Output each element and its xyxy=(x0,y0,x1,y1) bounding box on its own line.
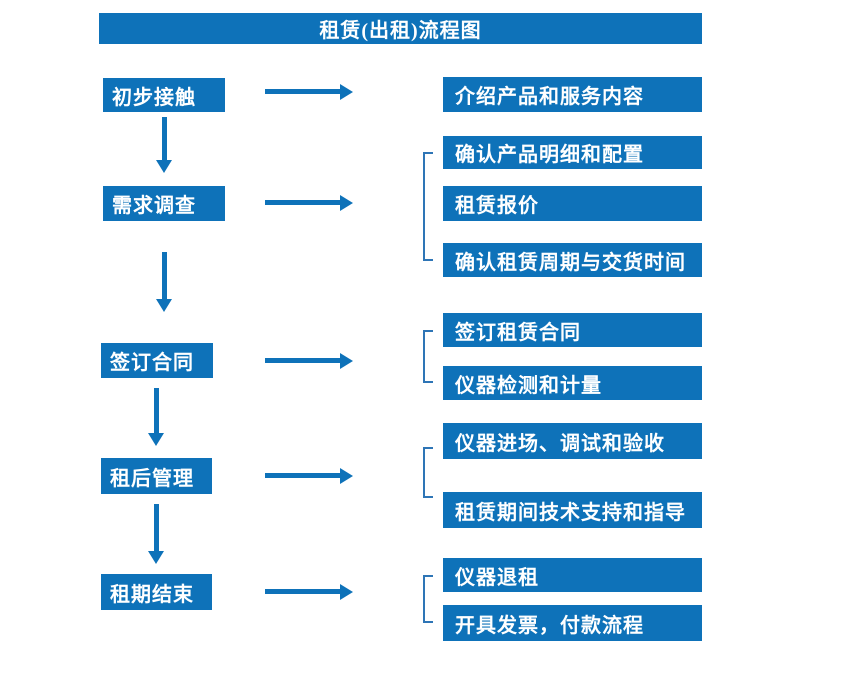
right-arrow xyxy=(265,353,353,369)
detail-box: 租赁期间技术支持和指导 xyxy=(443,492,702,528)
right-arrow xyxy=(265,195,353,211)
step-demand-survey: 需求调查 xyxy=(103,186,225,221)
right-arrow xyxy=(265,468,353,484)
group-bracket xyxy=(423,447,433,498)
down-arrow xyxy=(148,388,165,446)
step-sign-contract: 签订合同 xyxy=(101,343,213,378)
flowchart-title: 租赁(出租)流程图 xyxy=(99,13,702,44)
detail-box: 开具发票，付款流程 xyxy=(443,605,702,641)
detail-box: 租赁报价 xyxy=(443,186,702,221)
step-initial-contact: 初步接触 xyxy=(103,78,225,112)
detail-box: 仪器检测和计量 xyxy=(443,366,702,400)
step-post-rental-management: 租后管理 xyxy=(101,458,212,494)
detail-box: 确认租赁周期与交货时间 xyxy=(443,243,702,277)
down-arrow xyxy=(148,504,165,564)
group-bracket xyxy=(423,152,433,261)
right-arrow xyxy=(265,84,353,100)
down-arrow xyxy=(156,117,173,173)
group-bracket xyxy=(423,575,433,623)
down-arrow xyxy=(156,252,173,312)
right-arrow xyxy=(265,584,353,600)
group-bracket xyxy=(423,330,433,383)
detail-box: 签订租赁合同 xyxy=(443,313,702,347)
detail-box: 仪器退租 xyxy=(443,558,702,592)
step-rental-end: 租期结束 xyxy=(101,574,212,610)
detail-box: 确认产品明细和配置 xyxy=(443,136,702,169)
detail-box: 仪器进场、调试和验收 xyxy=(443,423,702,459)
detail-box: 介绍产品和服务内容 xyxy=(443,77,702,112)
